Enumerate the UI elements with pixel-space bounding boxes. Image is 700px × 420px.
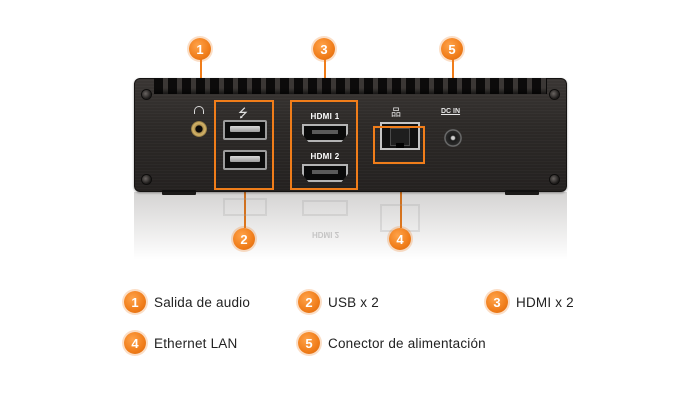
- hdmi2-label: HDMI 2: [310, 152, 340, 161]
- legend-item-audio: 1 Salida de audio: [124, 291, 250, 313]
- dc-in-label: DC IN: [441, 108, 461, 115]
- legend-item-ethernet: 4 Ethernet LAN: [124, 332, 237, 354]
- reflection-hdmi-label: HDMI 2: [312, 230, 340, 239]
- dc-power-jack: [444, 129, 462, 147]
- vent-grille: [154, 78, 547, 94]
- legend-label-power: Conector de alimentación: [328, 335, 486, 351]
- usb-symbol-icon: ⭍: [238, 106, 248, 120]
- legend-badge-1: 1: [124, 291, 146, 313]
- legend-label-ethernet: Ethernet LAN: [154, 335, 238, 351]
- screw-icon: [142, 175, 151, 184]
- legend-badge-2: 2: [298, 291, 320, 313]
- audio-jack: [191, 121, 207, 137]
- screw-icon: [550, 90, 559, 99]
- callout-badge-3: 3: [313, 38, 335, 60]
- network-icon: 品: [391, 108, 401, 119]
- usb-port-1: [223, 120, 267, 140]
- device-reflection: HDMI 2: [134, 192, 567, 272]
- hdmi-port-1: [302, 124, 348, 142]
- mini-pc-rear-panel: ⭍ HDMI 1 HDMI 2 品 DC IN: [134, 78, 567, 195]
- ethernet-highlight-box: [373, 126, 425, 164]
- rubber-foot: [162, 190, 196, 195]
- legend-label-hdmi: HDMI x 2: [516, 294, 574, 310]
- usb-highlight-box: [214, 100, 274, 190]
- legend-badge-3: 3: [486, 291, 508, 313]
- legend-badge-4: 4: [124, 332, 146, 354]
- reflection-usb: [223, 198, 267, 216]
- legend-label-usb: USB x 2: [328, 294, 379, 310]
- callout-badge-1: 1: [189, 38, 211, 60]
- callout-badge-5: 5: [441, 38, 463, 60]
- legend-item-usb: 2 USB x 2: [298, 291, 379, 313]
- rubber-foot: [505, 190, 539, 195]
- screw-icon: [142, 90, 151, 99]
- legend-item-power: 5 Conector de alimentación: [298, 332, 486, 354]
- hdmi1-label: HDMI 1: [310, 112, 340, 121]
- callout-badge-2: 2: [233, 228, 255, 250]
- usb-port-2: [223, 150, 267, 170]
- legend-label-audio: Salida de audio: [154, 294, 251, 310]
- legend-item-hdmi: 3 HDMI x 2: [486, 291, 574, 313]
- reflection-hdmi: [302, 200, 348, 216]
- hdmi-port-2: [302, 164, 348, 182]
- leader-line-2: [244, 190, 246, 228]
- screw-icon: [550, 175, 559, 184]
- callout-badge-4: 4: [389, 228, 411, 250]
- legend-badge-5: 5: [298, 332, 320, 354]
- headphone-icon: [194, 106, 204, 114]
- hdmi-highlight-box: [290, 100, 358, 190]
